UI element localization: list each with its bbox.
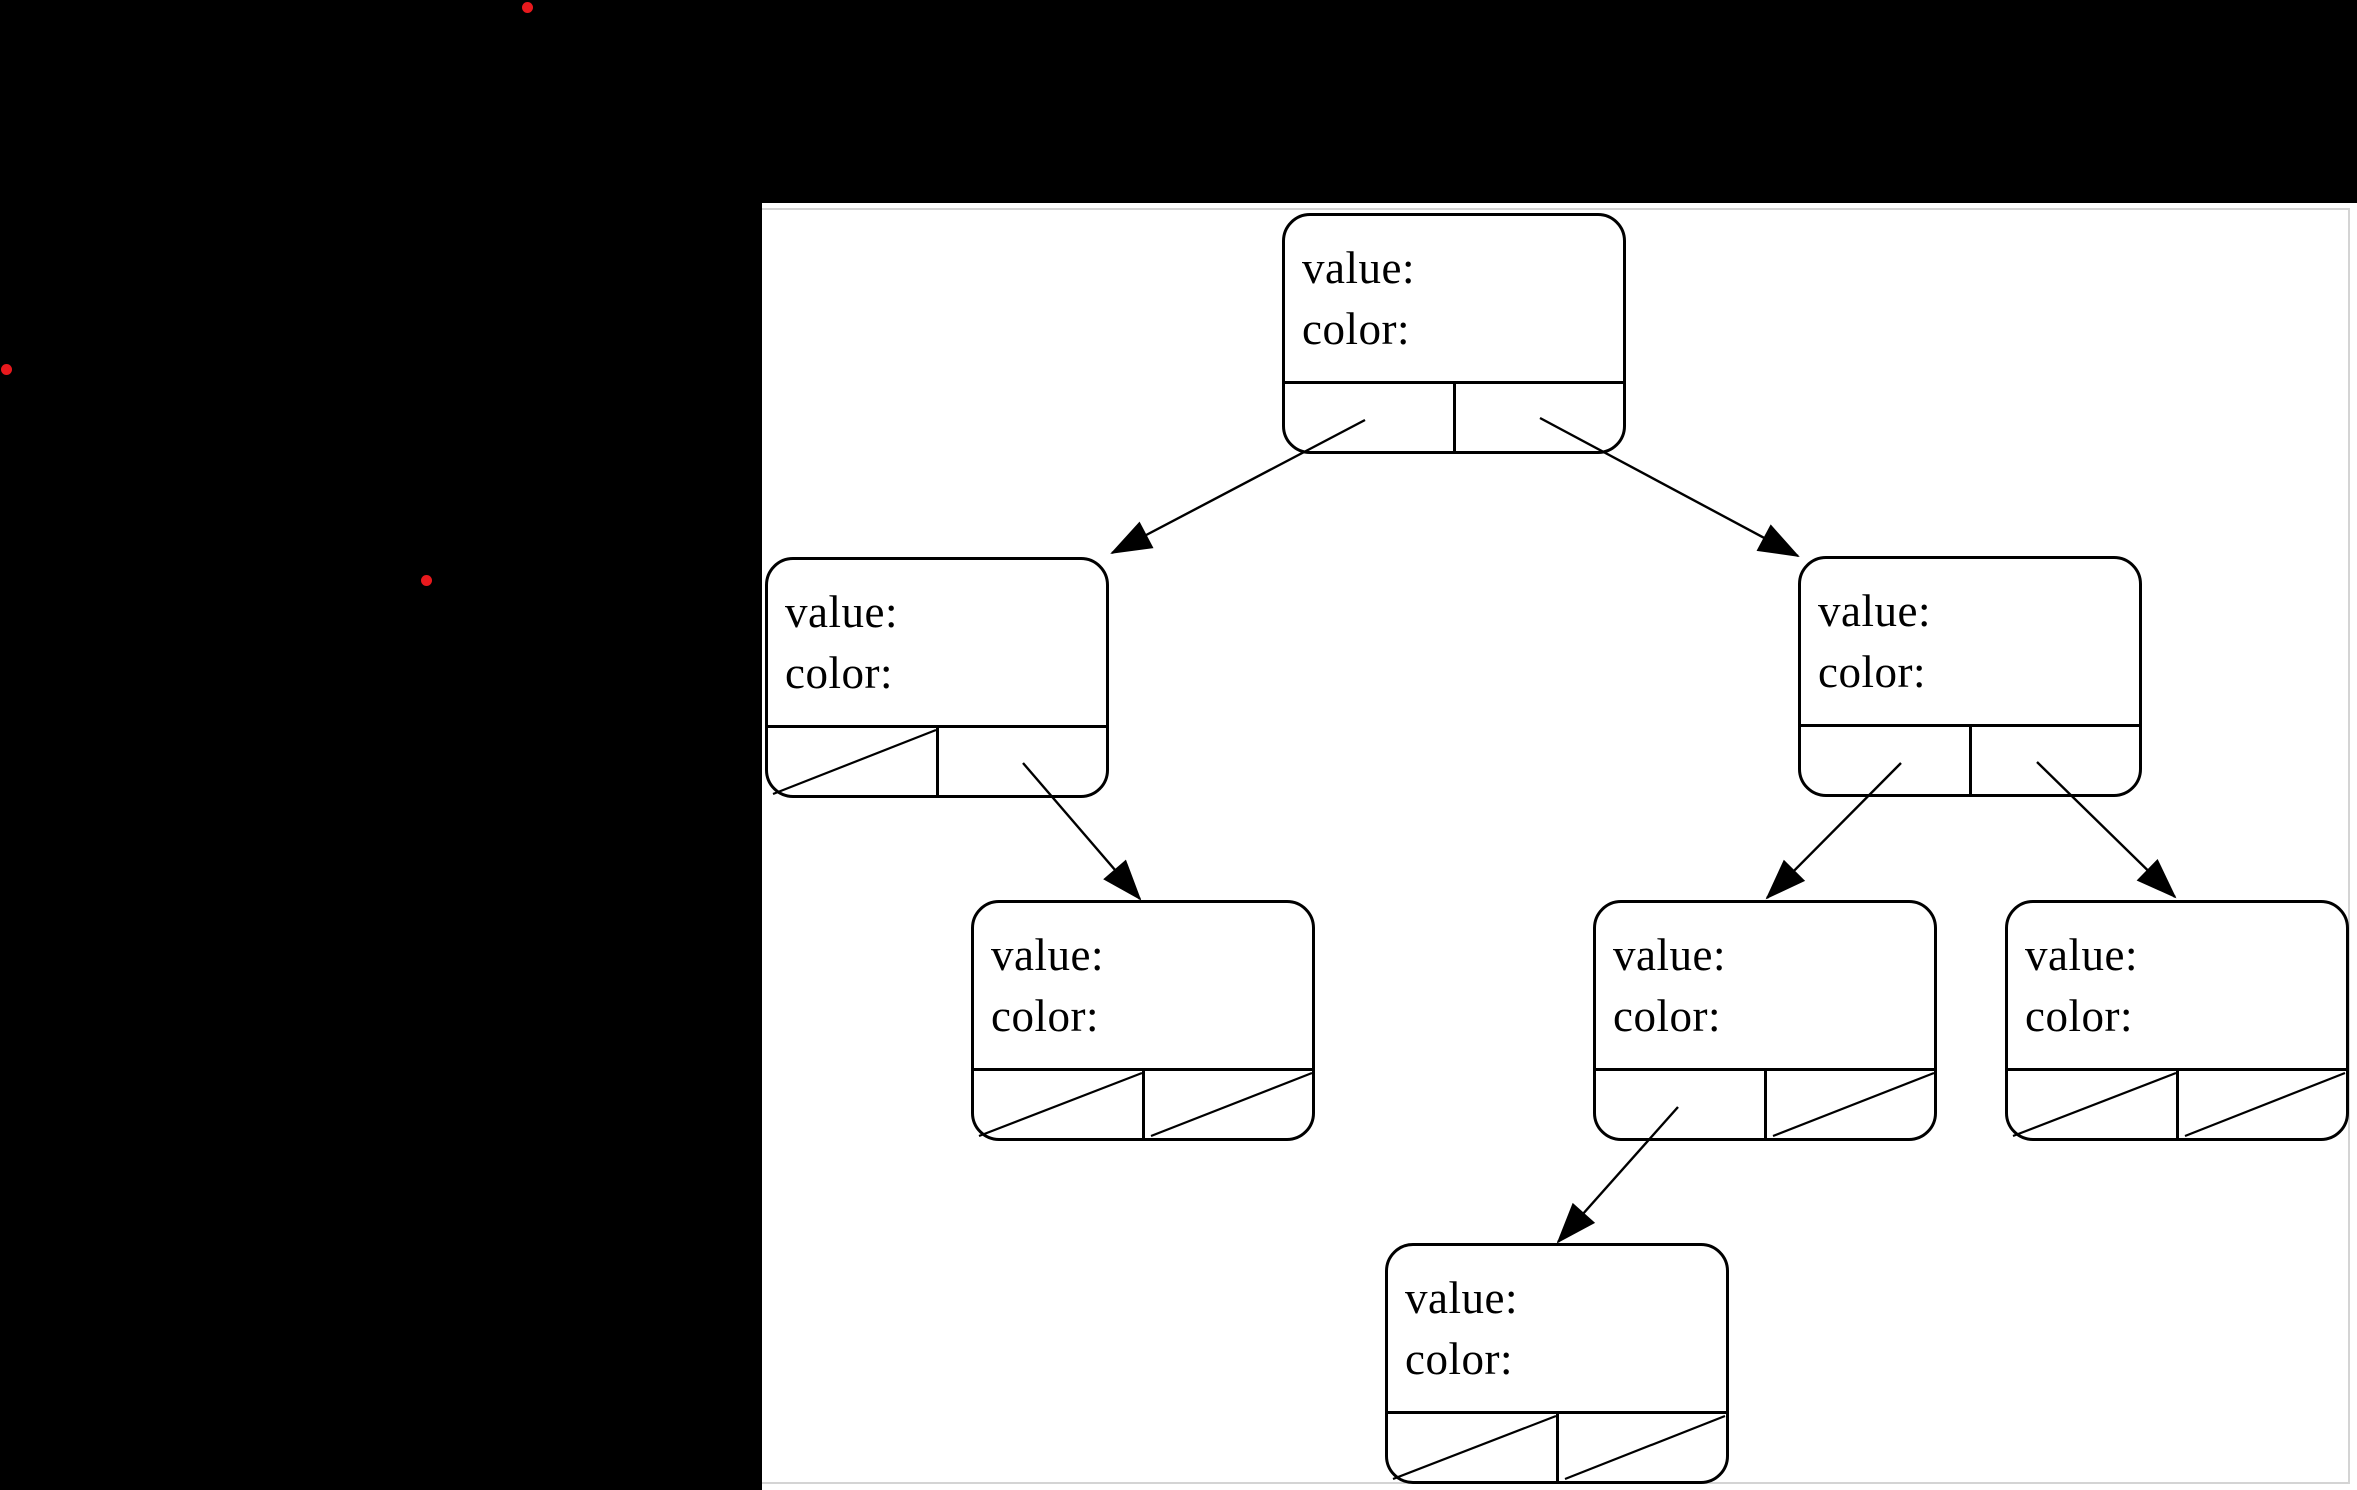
- color-label: color:: [785, 648, 893, 698]
- value-label: value:: [1405, 1273, 1518, 1323]
- node-text: value: color:: [2025, 925, 2338, 1047]
- left-pointer-cell: [1388, 1414, 1559, 1481]
- tree-node-right-left-left: value: color:: [1385, 1243, 1729, 1484]
- color-label: color:: [1818, 647, 1926, 697]
- pointer-row: [1285, 381, 1623, 451]
- left-pointer-cell: [2008, 1071, 2179, 1138]
- value-label: value:: [1818, 586, 1931, 636]
- value-label: value:: [2025, 930, 2138, 980]
- left-pointer-cell: [1801, 727, 1972, 794]
- node-text: value: color:: [1302, 238, 1615, 360]
- tree-node-root: value: color:: [1282, 213, 1626, 454]
- tree-node-left-right: value: color:: [971, 900, 1315, 1141]
- pointer-row: [2008, 1068, 2346, 1138]
- pointer-row: [768, 725, 1106, 795]
- diagram-panel: value: color: value: color: value: c: [762, 203, 2357, 1490]
- right-pointer-cell: [1559, 1414, 1727, 1481]
- left-pointer-cell: [768, 728, 939, 795]
- right-pointer-cell: [1456, 384, 1624, 451]
- left-pointer-cell: [1596, 1071, 1767, 1138]
- node-text: value: color:: [1405, 1268, 1718, 1390]
- node-text: value: color:: [1818, 581, 2131, 703]
- color-label: color:: [1405, 1334, 1513, 1384]
- tree-node-right-right: value: color:: [2005, 900, 2349, 1141]
- pointer-row: [1801, 724, 2139, 794]
- right-pointer-cell: [1972, 727, 2140, 794]
- right-pointer-cell: [939, 728, 1107, 795]
- pointer-row: [974, 1068, 1312, 1138]
- left-pointer-cell: [1285, 384, 1456, 451]
- left-pointer-cell: [974, 1071, 1145, 1138]
- pointer-row: [1388, 1411, 1726, 1481]
- node-text: value: color:: [785, 582, 1098, 704]
- color-label: color:: [991, 991, 1099, 1041]
- color-label: color:: [2025, 991, 2133, 1041]
- right-pointer-cell: [2179, 1071, 2347, 1138]
- tree-node-left: value: color:: [765, 557, 1109, 798]
- node-text: value: color:: [1613, 925, 1926, 1047]
- right-pointer-cell: [1767, 1071, 1935, 1138]
- color-label: color:: [1302, 304, 1410, 354]
- red-dot-marker: [522, 2, 533, 13]
- value-label: value:: [1613, 930, 1726, 980]
- value-label: value:: [991, 930, 1104, 980]
- tree-node-right-left: value: color:: [1593, 900, 1937, 1141]
- red-dot-marker: [1, 364, 12, 375]
- color-label: color:: [1613, 991, 1721, 1041]
- node-text: value: color:: [991, 925, 1304, 1047]
- right-pointer-cell: [1145, 1071, 1313, 1138]
- value-label: value:: [785, 587, 898, 637]
- red-dot-marker: [421, 575, 432, 586]
- pointer-row: [1596, 1068, 1934, 1138]
- value-label: value:: [1302, 243, 1415, 293]
- tree-node-right: value: color:: [1798, 556, 2142, 797]
